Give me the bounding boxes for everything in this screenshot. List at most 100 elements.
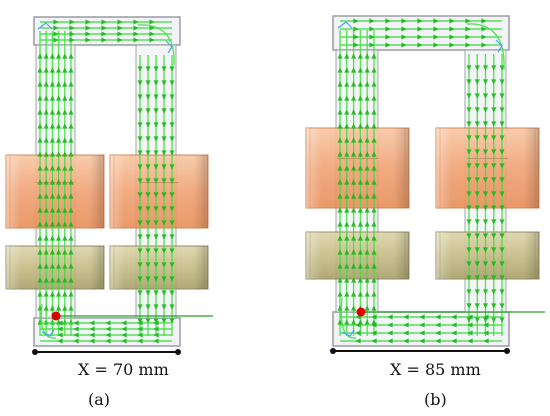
flux-left-limb-a-arrow — [43, 291, 49, 297]
flux-top-yoke-b-arrow — [465, 34, 471, 40]
flux-right-limb-b-arrow — [491, 247, 497, 253]
flux-right-limb-a-arrow — [145, 108, 151, 114]
flux-lines-a — [37, 19, 175, 344]
panel-b — [305, 15, 545, 347]
flux-bottom-yoke-b-arrow — [467, 314, 473, 320]
flux-right-limb-a-arrow — [137, 108, 143, 114]
flux-left-limb-b-arrow — [371, 193, 377, 199]
flux-left-limb-b-arrow — [344, 249, 350, 255]
flux-right-limb-b-arrow — [466, 205, 472, 211]
flux-top-yoke-a-arrow — [133, 31, 139, 37]
flux-right-limb-b-arrow — [482, 233, 489, 239]
flux-bottom-yoke-b-arrow — [435, 330, 441, 336]
flux-right-limb-a-arrow — [169, 234, 175, 240]
flux-bottom-yoke-b-arrow — [483, 338, 489, 344]
flux-left-limb-b-arrow — [371, 291, 377, 297]
dimension-label-a: X = 70 mm — [78, 360, 169, 379]
flux-right-limb-b-arrow — [499, 205, 505, 211]
flux-left-limb-a-arrow — [56, 81, 62, 87]
flux-right-limb-a-arrow — [161, 122, 167, 128]
flux-right-limb-a-arrow — [153, 122, 159, 128]
flux-top-yoke-b-arrow — [401, 42, 407, 48]
flux-left-limb-b-arrow — [364, 319, 370, 325]
flux-right-limb-a-arrow — [169, 206, 175, 212]
flux-left-limb-b-arrow — [337, 291, 343, 297]
flux-left-limb-a-arrow — [37, 137, 43, 143]
flux-left-limb-b-arrow — [337, 165, 343, 171]
flux-left-limb-a-arrow — [43, 193, 49, 199]
flux-right-limb-a-arrow — [169, 276, 175, 282]
flux-right-limb-b-arrow — [482, 205, 489, 211]
flux-left-limb-b-arrow — [351, 67, 357, 73]
flux-right-limb-b-arrow — [491, 65, 497, 71]
flux-left-limb-a-arrow — [68, 95, 74, 101]
flux-left-limb-a-arrow — [37, 67, 43, 73]
flux-left-limb-b-arrow — [351, 207, 357, 213]
flux-right-limb-a-arrow — [137, 262, 143, 268]
flux-left-limb-b-arrow — [351, 249, 357, 255]
flux-left-limb-a-arrow — [56, 109, 62, 115]
flux-right-limb-a-arrow — [169, 136, 175, 142]
flux-right-limb-a-arrow — [145, 80, 151, 86]
flux-left-limb-b-arrow — [371, 305, 377, 311]
flux-left-limb-a-arrow — [37, 291, 43, 297]
flux-top-yoke-a-arrow — [53, 25, 59, 31]
flux-right-limb-a-arrow — [137, 80, 143, 86]
flux-right-limb-a-arrow — [161, 178, 167, 184]
flux-right-limb-a-arrow — [153, 108, 159, 114]
flux-right-limb-a-arrow — [153, 80, 159, 86]
flux-left-limb-a-arrow — [43, 123, 49, 129]
flux-right-limb-b-arrow — [474, 65, 480, 71]
flux-left-limb-a-arrow — [68, 263, 74, 269]
flux-right-limb-a-arrow — [153, 136, 159, 142]
flux-left-limb-b-arrow — [337, 221, 343, 227]
flux-left-limb-b-arrow — [371, 137, 377, 143]
flux-right-limb-a-arrow — [169, 122, 175, 128]
flux-right-limb-a-arrow — [153, 164, 159, 170]
flux-right-limb-b-arrow — [491, 233, 497, 239]
flux-bottom-yoke-a-arrow — [105, 332, 111, 338]
flux-top-yoke-b-arrow — [369, 26, 375, 32]
flux-left-limb-b-arrow — [344, 123, 350, 129]
flux-right-limb-b-arrow — [482, 317, 489, 323]
flux-top-yoke-a-arrow — [133, 25, 139, 31]
flux-right-limb-b-arrow — [466, 191, 472, 197]
flux-bottom-yoke-a-arrow — [153, 326, 159, 332]
flux-left-limb-b-arrow — [371, 179, 377, 185]
flux-bottom-yoke-b-arrow — [483, 322, 489, 328]
flux-right-limb-a-arrow — [161, 304, 167, 310]
probe-dot-b — [356, 307, 366, 317]
flux-top-yoke-b-arrow — [401, 34, 407, 40]
flux-left-limb-a-arrow — [37, 263, 43, 269]
flux-left-limb-a-arrow — [37, 53, 43, 59]
flux-top-yoke-b-arrow — [353, 18, 359, 24]
flux-top-yoke-a-arrow — [117, 31, 123, 37]
flux-bottom-yoke-b-arrow — [451, 322, 457, 328]
flux-right-limb-b-arrow — [466, 289, 472, 295]
flux-left-limb-b-arrow — [344, 151, 350, 157]
flux-left-limb-a-arrow — [62, 193, 68, 199]
flux-left-limb-a-arrow — [62, 291, 68, 297]
flux-left-limb-a-arrow — [62, 137, 68, 143]
flux-bottom-yoke-b-arrow — [435, 338, 441, 344]
flux-right-limb-a-arrow — [145, 178, 151, 184]
flux-left-limb-a-arrow — [49, 81, 55, 87]
flux-left-limb-a-arrow — [37, 81, 43, 87]
flux-left-limb-b-arrow — [351, 291, 357, 297]
flux-top-yoke-b-arrow — [385, 34, 391, 40]
flux-left-limb-a-arrow — [62, 305, 68, 311]
flux-left-limb-a-arrow — [43, 165, 49, 171]
flux-top-yoke-b-arrow — [369, 34, 375, 40]
flux-bottom-yoke-a-arrow — [73, 338, 79, 344]
flux-top-yoke-a-arrow — [53, 31, 59, 37]
flux-right-limb-b-arrow — [466, 177, 472, 183]
flux-left-limb-b-arrow — [357, 151, 363, 157]
flux-top-yoke-b-arrow — [369, 18, 375, 24]
flux-bottom-yoke-b-arrow — [419, 338, 425, 344]
flux-left-limb-a-arrow — [56, 235, 62, 241]
flux-top-yoke-b-arrow — [385, 18, 391, 24]
flux-bottom-yoke-b-arrow — [483, 330, 489, 336]
flux-left-limb-b-arrow — [357, 137, 363, 143]
flux-left-limb-b-arrow — [371, 263, 377, 269]
flux-right-limb-b-arrow — [466, 219, 472, 225]
